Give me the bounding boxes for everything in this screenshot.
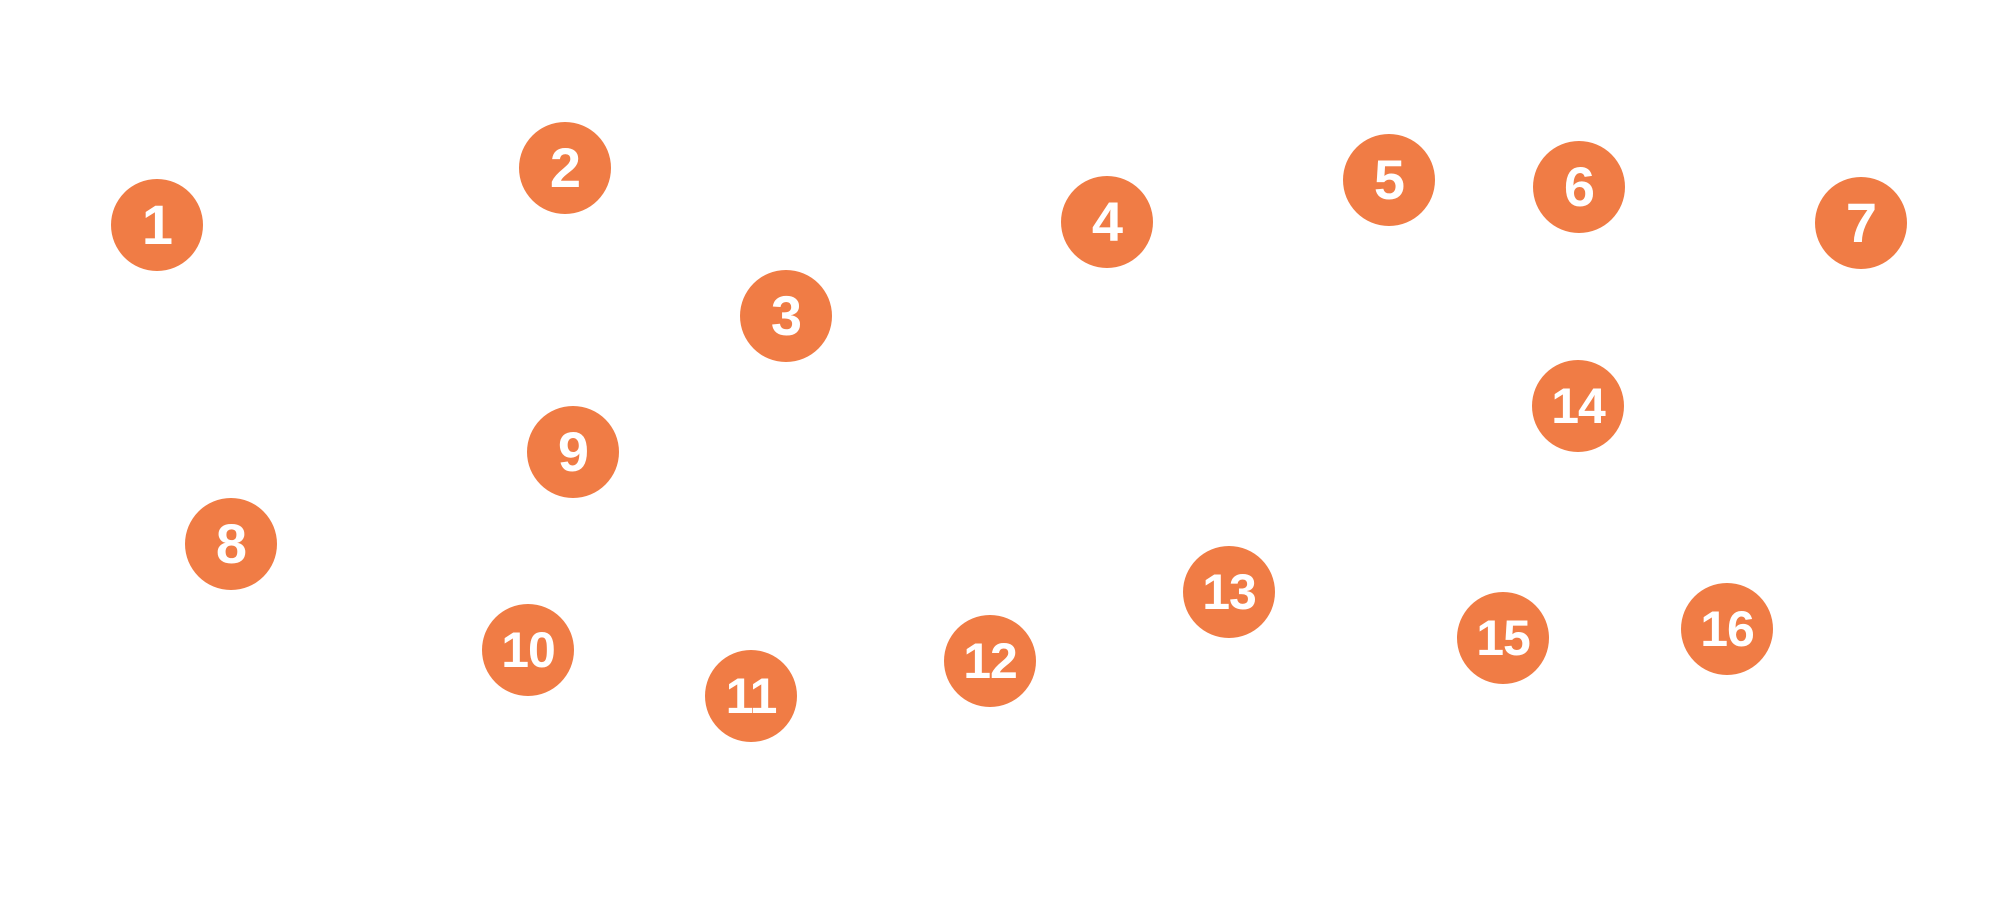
numbered-marker[interactable]: 9	[527, 406, 619, 498]
marker-number: 15	[1476, 610, 1531, 666]
numbered-marker[interactable]: 4	[1061, 176, 1153, 268]
marker-number: 16	[1700, 601, 1755, 657]
marker-number: 4	[1091, 190, 1123, 253]
numbered-marker[interactable]: 7	[1815, 177, 1907, 269]
marker-number: 10	[501, 622, 556, 678]
marker-number: 11	[725, 668, 778, 724]
numbered-marker[interactable]: 11	[705, 650, 797, 742]
marker-number: 9	[557, 420, 589, 483]
numbered-marker[interactable]: 3	[740, 270, 832, 362]
numbered-marker[interactable]: 12	[944, 615, 1036, 707]
marker-number: 14	[1551, 378, 1606, 434]
marker-number: 7	[1845, 191, 1877, 254]
numbered-marker[interactable]: 2	[519, 122, 611, 214]
numbered-marker[interactable]: 13	[1183, 546, 1275, 638]
numbered-marker[interactable]: 6	[1533, 141, 1625, 233]
numbered-marker[interactable]: 8	[185, 498, 277, 590]
marker-number: 6	[1563, 155, 1595, 218]
numbered-marker[interactable]: 15	[1457, 592, 1549, 684]
marker-number: 5	[1373, 148, 1405, 211]
marker-number: 8	[215, 512, 247, 575]
marker-number: 13	[1202, 564, 1257, 620]
numbered-marker[interactable]: 14	[1532, 360, 1624, 452]
marker-number: 2	[549, 136, 581, 199]
numbered-marker[interactable]: 10	[482, 604, 574, 696]
marker-number: 12	[963, 633, 1018, 689]
numbered-marker[interactable]: 16	[1681, 583, 1773, 675]
marker-number: 3	[770, 284, 802, 347]
numbered-marker[interactable]: 5	[1343, 134, 1435, 226]
numbered-marker[interactable]: 1	[111, 179, 203, 271]
marker-number: 1	[141, 193, 173, 256]
